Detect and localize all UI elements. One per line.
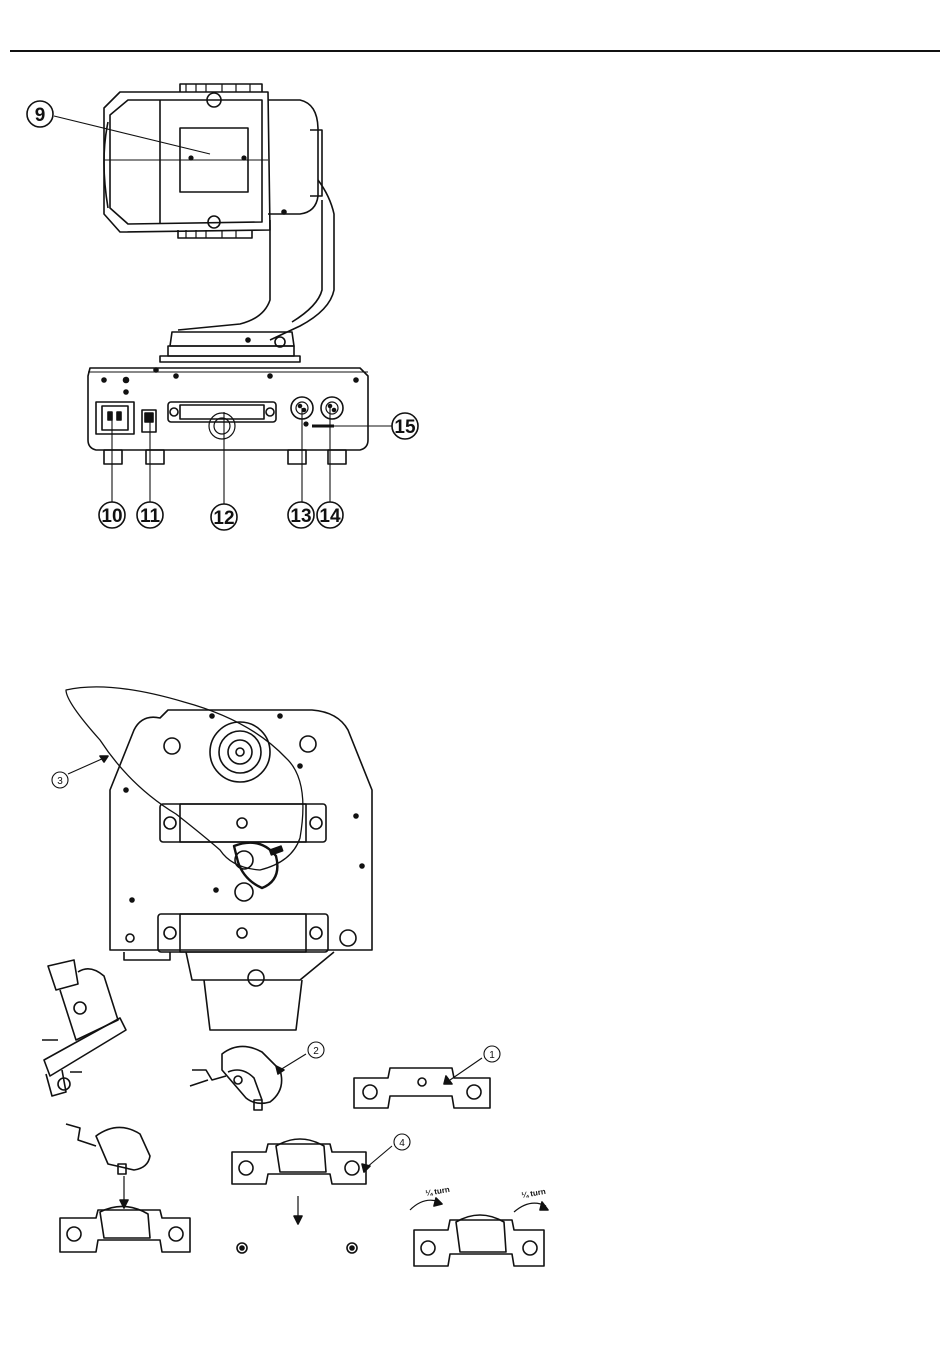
callouts-bottom: [52, 772, 500, 1150]
half-coupler-clamp: [190, 1046, 282, 1110]
callout-14: 14: [319, 506, 341, 527]
quarter-turn-assembly: [410, 1198, 548, 1266]
base-unit: [88, 368, 368, 464]
yoke: [178, 100, 334, 340]
quarter-turn-label-left: ¼ turn: [425, 1185, 451, 1198]
moving-head-figure: 9 10 11 12 13 14 15: [27, 84, 418, 530]
omega-bracket: [354, 1068, 490, 1108]
pan-base: [160, 332, 300, 362]
leader-lines-bottom: [68, 758, 482, 1168]
callout-4: 4: [399, 1138, 405, 1149]
safety-cable: [66, 687, 303, 888]
clamp-assembly-left: [42, 960, 126, 1096]
callouts-top: [27, 101, 418, 530]
callout-15: 15: [394, 417, 416, 438]
dmx-output-connector: [321, 397, 343, 419]
callout-11: 11: [140, 506, 161, 527]
callout-2: 2: [313, 1046, 319, 1057]
callout-12: 12: [213, 508, 234, 529]
display-panel: [168, 402, 276, 439]
power-inlet: [96, 402, 134, 434]
power-switch: [142, 410, 156, 432]
callout-10: 10: [101, 506, 122, 527]
clamp-assembly-exploded: [60, 1124, 190, 1252]
bracket-with-clamp: [232, 1139, 366, 1184]
callout-13: 13: [290, 506, 311, 527]
quarter-turn-label-right: ¼ turn: [521, 1187, 547, 1200]
callout-1: 1: [489, 1050, 495, 1061]
mounting-figure: ¼ turn ¼ turn 1 2 3 4: [42, 687, 548, 1266]
callout-9: 9: [35, 105, 46, 126]
head-housing: [104, 84, 270, 238]
callout-3: 3: [57, 776, 63, 787]
